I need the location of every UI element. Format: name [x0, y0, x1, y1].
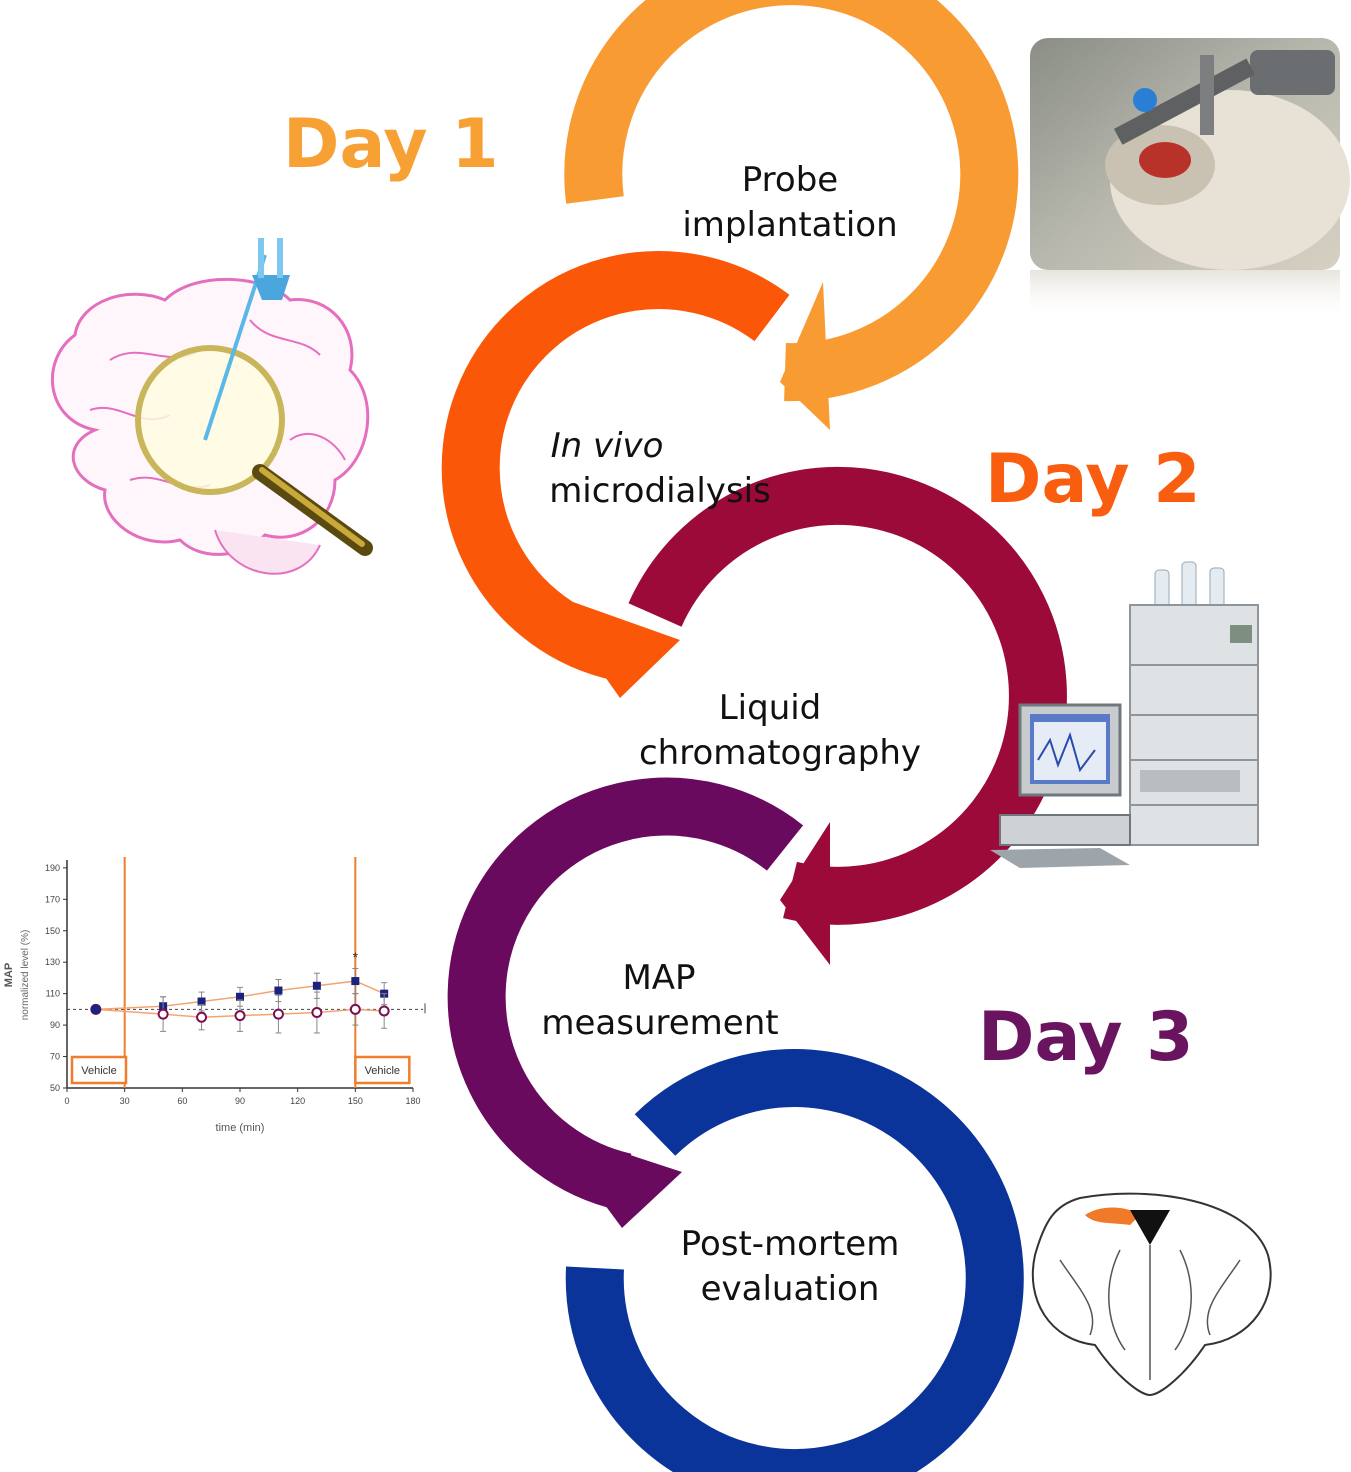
chart-point [311, 1007, 323, 1019]
chart-point [378, 1005, 390, 1017]
chart-point [157, 1008, 169, 1020]
hplc-instrument-icon [990, 561, 1259, 868]
chart-point [196, 1011, 208, 1023]
step-ring-map [447, 777, 804, 1228]
chart-x-tick-label: 30 [120, 1096, 130, 1106]
chart-series-line [95, 1008, 385, 1018]
chart-series-line [95, 980, 385, 1011]
map-chart: 50 70 90 110 130 150 170 190 0 30 60 90 120 150 180 tim… [3, 857, 426, 1134]
step-map-line1: MAP [622, 958, 696, 998]
chart-point [349, 1003, 361, 1015]
chart-event-label: Vehicle [81, 1065, 116, 1077]
chart-y-tick-label: 90 [50, 1020, 60, 1030]
step-ring-microdialysis [441, 251, 790, 698]
chart-y-tick-label: 150 [45, 926, 60, 936]
chart-point-start [90, 1004, 101, 1015]
step-microdialysis: In vivo microdialysis [510, 424, 810, 514]
step-probe-implantation: Probe implantation [640, 158, 940, 248]
step-chromatography: Liquid chromatography [630, 686, 930, 776]
chart-x-tick-label: 120 [290, 1096, 305, 1106]
step-map-line2: measurement [541, 1003, 779, 1043]
step-microdialysis-line1: In vivo [550, 426, 664, 466]
surgery-photo [1030, 38, 1350, 320]
step-post-mortem-line2: evaluation [700, 1269, 880, 1309]
chart-point [272, 1008, 284, 1020]
step-map-measurement: MAP measurement [510, 956, 810, 1046]
chart-point [197, 997, 206, 1006]
chart-y-tick-label: 50 [50, 1083, 60, 1093]
chart-x-tick-label: 90 [235, 1096, 245, 1106]
chart-point [351, 977, 360, 986]
chart-annotation: * [353, 949, 359, 965]
step-post-mortem-line1: Post-mortem [680, 1224, 900, 1264]
chart-event-label: Vehicle [365, 1065, 400, 1077]
chart-event-box [70, 1055, 128, 1085]
step-ring-probe-implantation [564, 0, 1019, 430]
chart-point [312, 981, 321, 990]
chart-x-tick-label: 150 [348, 1096, 363, 1106]
step-probe-line1: Probe [741, 160, 839, 200]
chart-y-tick-label: 130 [45, 957, 60, 967]
chart-point [274, 986, 283, 995]
chart-y-tick-label: 190 [45, 863, 60, 873]
step-microdialysis-line2: microdialysis [549, 471, 771, 511]
brain-magnifier-icon [51, 238, 373, 575]
chart-event-box [354, 1055, 411, 1085]
step-ring-post-mortem [565, 1049, 1024, 1472]
chart-x-tick-label: 0 [64, 1096, 69, 1106]
chart-y-tick-label: 110 [46, 989, 60, 999]
chart-y-axis-label-2: normalized level (%) [20, 930, 31, 1021]
chart-y-tick-label: 70 [50, 1052, 60, 1062]
brain-section-icon [1031, 1192, 1272, 1397]
day-3-label: Day 3 [978, 998, 1194, 1077]
step-probe-line2: implantation [682, 205, 898, 245]
day-1-label: Day 1 [283, 105, 499, 184]
step-ring-chromatography [628, 466, 1067, 965]
step-chromatography-line1: Liquid [718, 688, 822, 728]
step-post-mortem: Post-mortem evaluation [640, 1222, 940, 1312]
chart-y-axis-label-1: MAP [3, 963, 15, 987]
chart-x-tick-label: 60 [177, 1096, 187, 1106]
step-chromatography-line2: chromatography [638, 733, 921, 773]
chart-y-tick-label: 170 [45, 894, 60, 904]
chart-point [234, 1010, 246, 1022]
chart-point [236, 992, 244, 1001]
chart-x-axis-label: time (min) [216, 1122, 265, 1134]
day-2-label: Day 2 [985, 440, 1201, 519]
chart-x-tick-label: 180 [405, 1096, 420, 1106]
